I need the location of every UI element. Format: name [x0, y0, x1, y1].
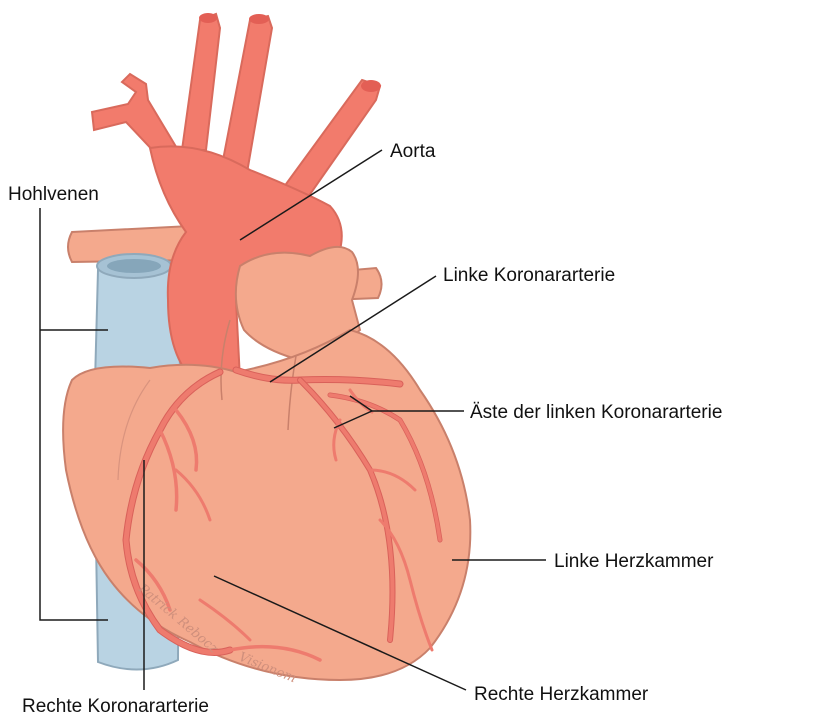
label-rechte-herzkammer: Rechte Herzkammer	[474, 684, 649, 705]
label-rechte-koronararterie: Rechte Koronararterie	[22, 696, 209, 715]
label-aeste-linke-koronararterie: Äste der linken Koronararterie	[470, 402, 722, 423]
label-linke-koronararterie: Linke Koronararterie	[443, 265, 615, 286]
label-hohlvenen: Hohlvenen	[8, 184, 99, 205]
label-linke-herzkammer: Linke Herzkammer	[554, 551, 714, 572]
label-aorta: Aorta	[390, 141, 436, 162]
